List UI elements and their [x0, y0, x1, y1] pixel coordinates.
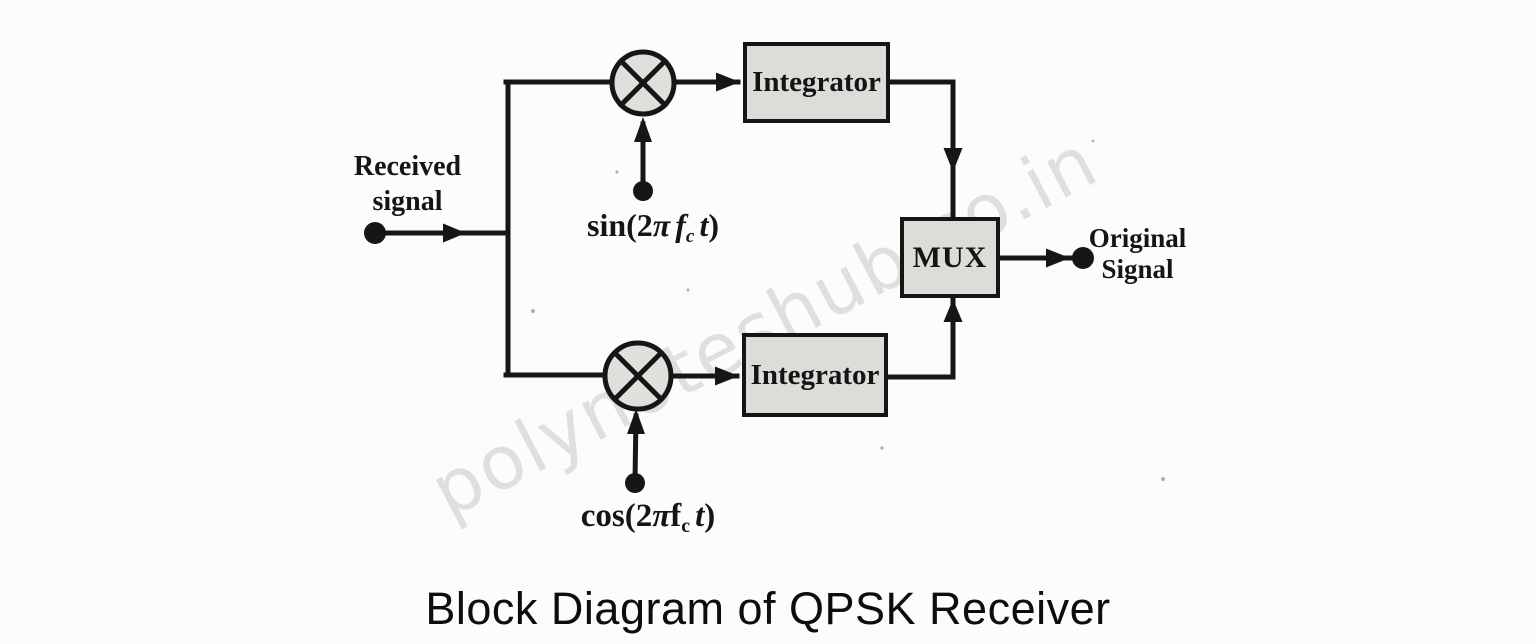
top-integrator-to-mux-wire — [885, 79, 963, 220]
original-signal-label-line2: Signal — [1101, 254, 1174, 284]
mux-label: MUX — [912, 240, 988, 274]
arrowhead-right-icon — [1046, 248, 1070, 268]
arrowhead-right-icon — [716, 72, 740, 92]
received-signal-connector — [364, 222, 509, 244]
arrowhead-down-icon — [943, 148, 963, 172]
original-signal-label-line1: Original — [1088, 223, 1187, 253]
bottom-integrator-to-mux-wire — [883, 297, 963, 380]
received-signal-label: Received signal — [320, 149, 495, 219]
original-signal-label: Original Signal — [1060, 223, 1215, 285]
received-signal-label-line1: Received — [353, 151, 462, 182]
scan-noise-specks — [531, 139, 1165, 481]
arrowhead-right-icon — [443, 223, 466, 243]
integrator-top-block: Integrator — [743, 42, 890, 123]
cos-carrier-connector — [625, 409, 645, 493]
mux-output-connector — [995, 247, 1094, 269]
top-mixer-to-integrator-wire — [671, 72, 741, 92]
multiplier-top-icon — [609, 49, 677, 117]
integrator-top-label: Integrator — [752, 66, 881, 98]
bottom-mixer-to-integrator-wire — [668, 366, 740, 386]
arrowhead-up-icon — [943, 299, 963, 322]
output-terminal-dot — [1072, 247, 1094, 269]
integrator-bottom-label: Integrator — [750, 358, 880, 391]
arrowhead-up-icon — [627, 409, 645, 434]
mux-block: MUX — [900, 217, 1000, 298]
arrowhead-right-icon — [715, 366, 739, 386]
received-signal-label-line2: signal — [372, 186, 443, 217]
figure-caption: Block Diagram of QPSK Receiver — [425, 583, 1111, 634]
integrator-bottom-block: Integrator — [742, 333, 888, 417]
sin-carrier-connector — [633, 117, 653, 201]
multiplier-bottom-icon — [602, 340, 674, 412]
arrowhead-up-icon — [634, 117, 652, 142]
